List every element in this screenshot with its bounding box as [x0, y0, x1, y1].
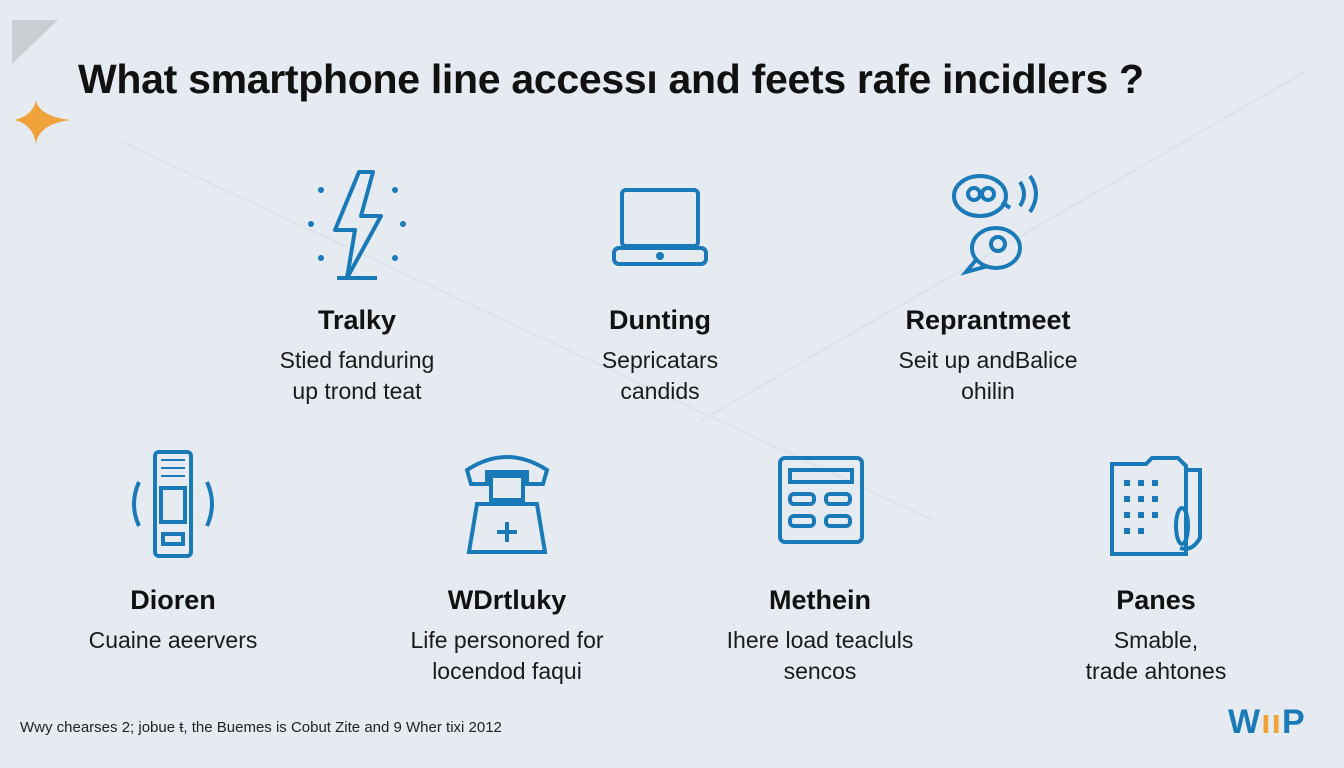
- feature-item: Dioren Cuaine aeervers: [13, 448, 333, 656]
- lightning-icon: [308, 170, 406, 280]
- item-title: Dunting: [609, 305, 711, 335]
- telephone-icon: [464, 455, 550, 554]
- item-description: Smable,trade ahtones: [1085, 627, 1227, 684]
- brand-logo: WııP: [1228, 703, 1306, 741]
- page-title: What smartphone line accessı and feets r…: [78, 56, 1144, 102]
- calculator-icon: [778, 456, 864, 544]
- item-title: Reprantmeet: [905, 305, 1071, 335]
- corner-decoration: [12, 20, 58, 64]
- feature-item: Panes Smable,trade ahtones: [996, 448, 1316, 687]
- phone-device-icon: [132, 450, 214, 558]
- item-title: Dioren: [130, 585, 216, 615]
- chat-bubbles-icon: [952, 174, 1038, 276]
- laptop-icon: [612, 188, 708, 266]
- item-title: WDrtluky: [447, 585, 567, 615]
- sparkle-icon: [14, 100, 70, 144]
- footer-note: Wwy chearses 2; jobue ŧ, the Buemes is C…: [20, 719, 502, 736]
- item-title: Panes: [1116, 585, 1196, 615]
- folder-grid-icon: [1110, 456, 1202, 556]
- item-description: Cuaine aeervers: [88, 627, 258, 653]
- item-title: Tralky: [317, 305, 397, 335]
- item-title: Methein: [768, 585, 871, 615]
